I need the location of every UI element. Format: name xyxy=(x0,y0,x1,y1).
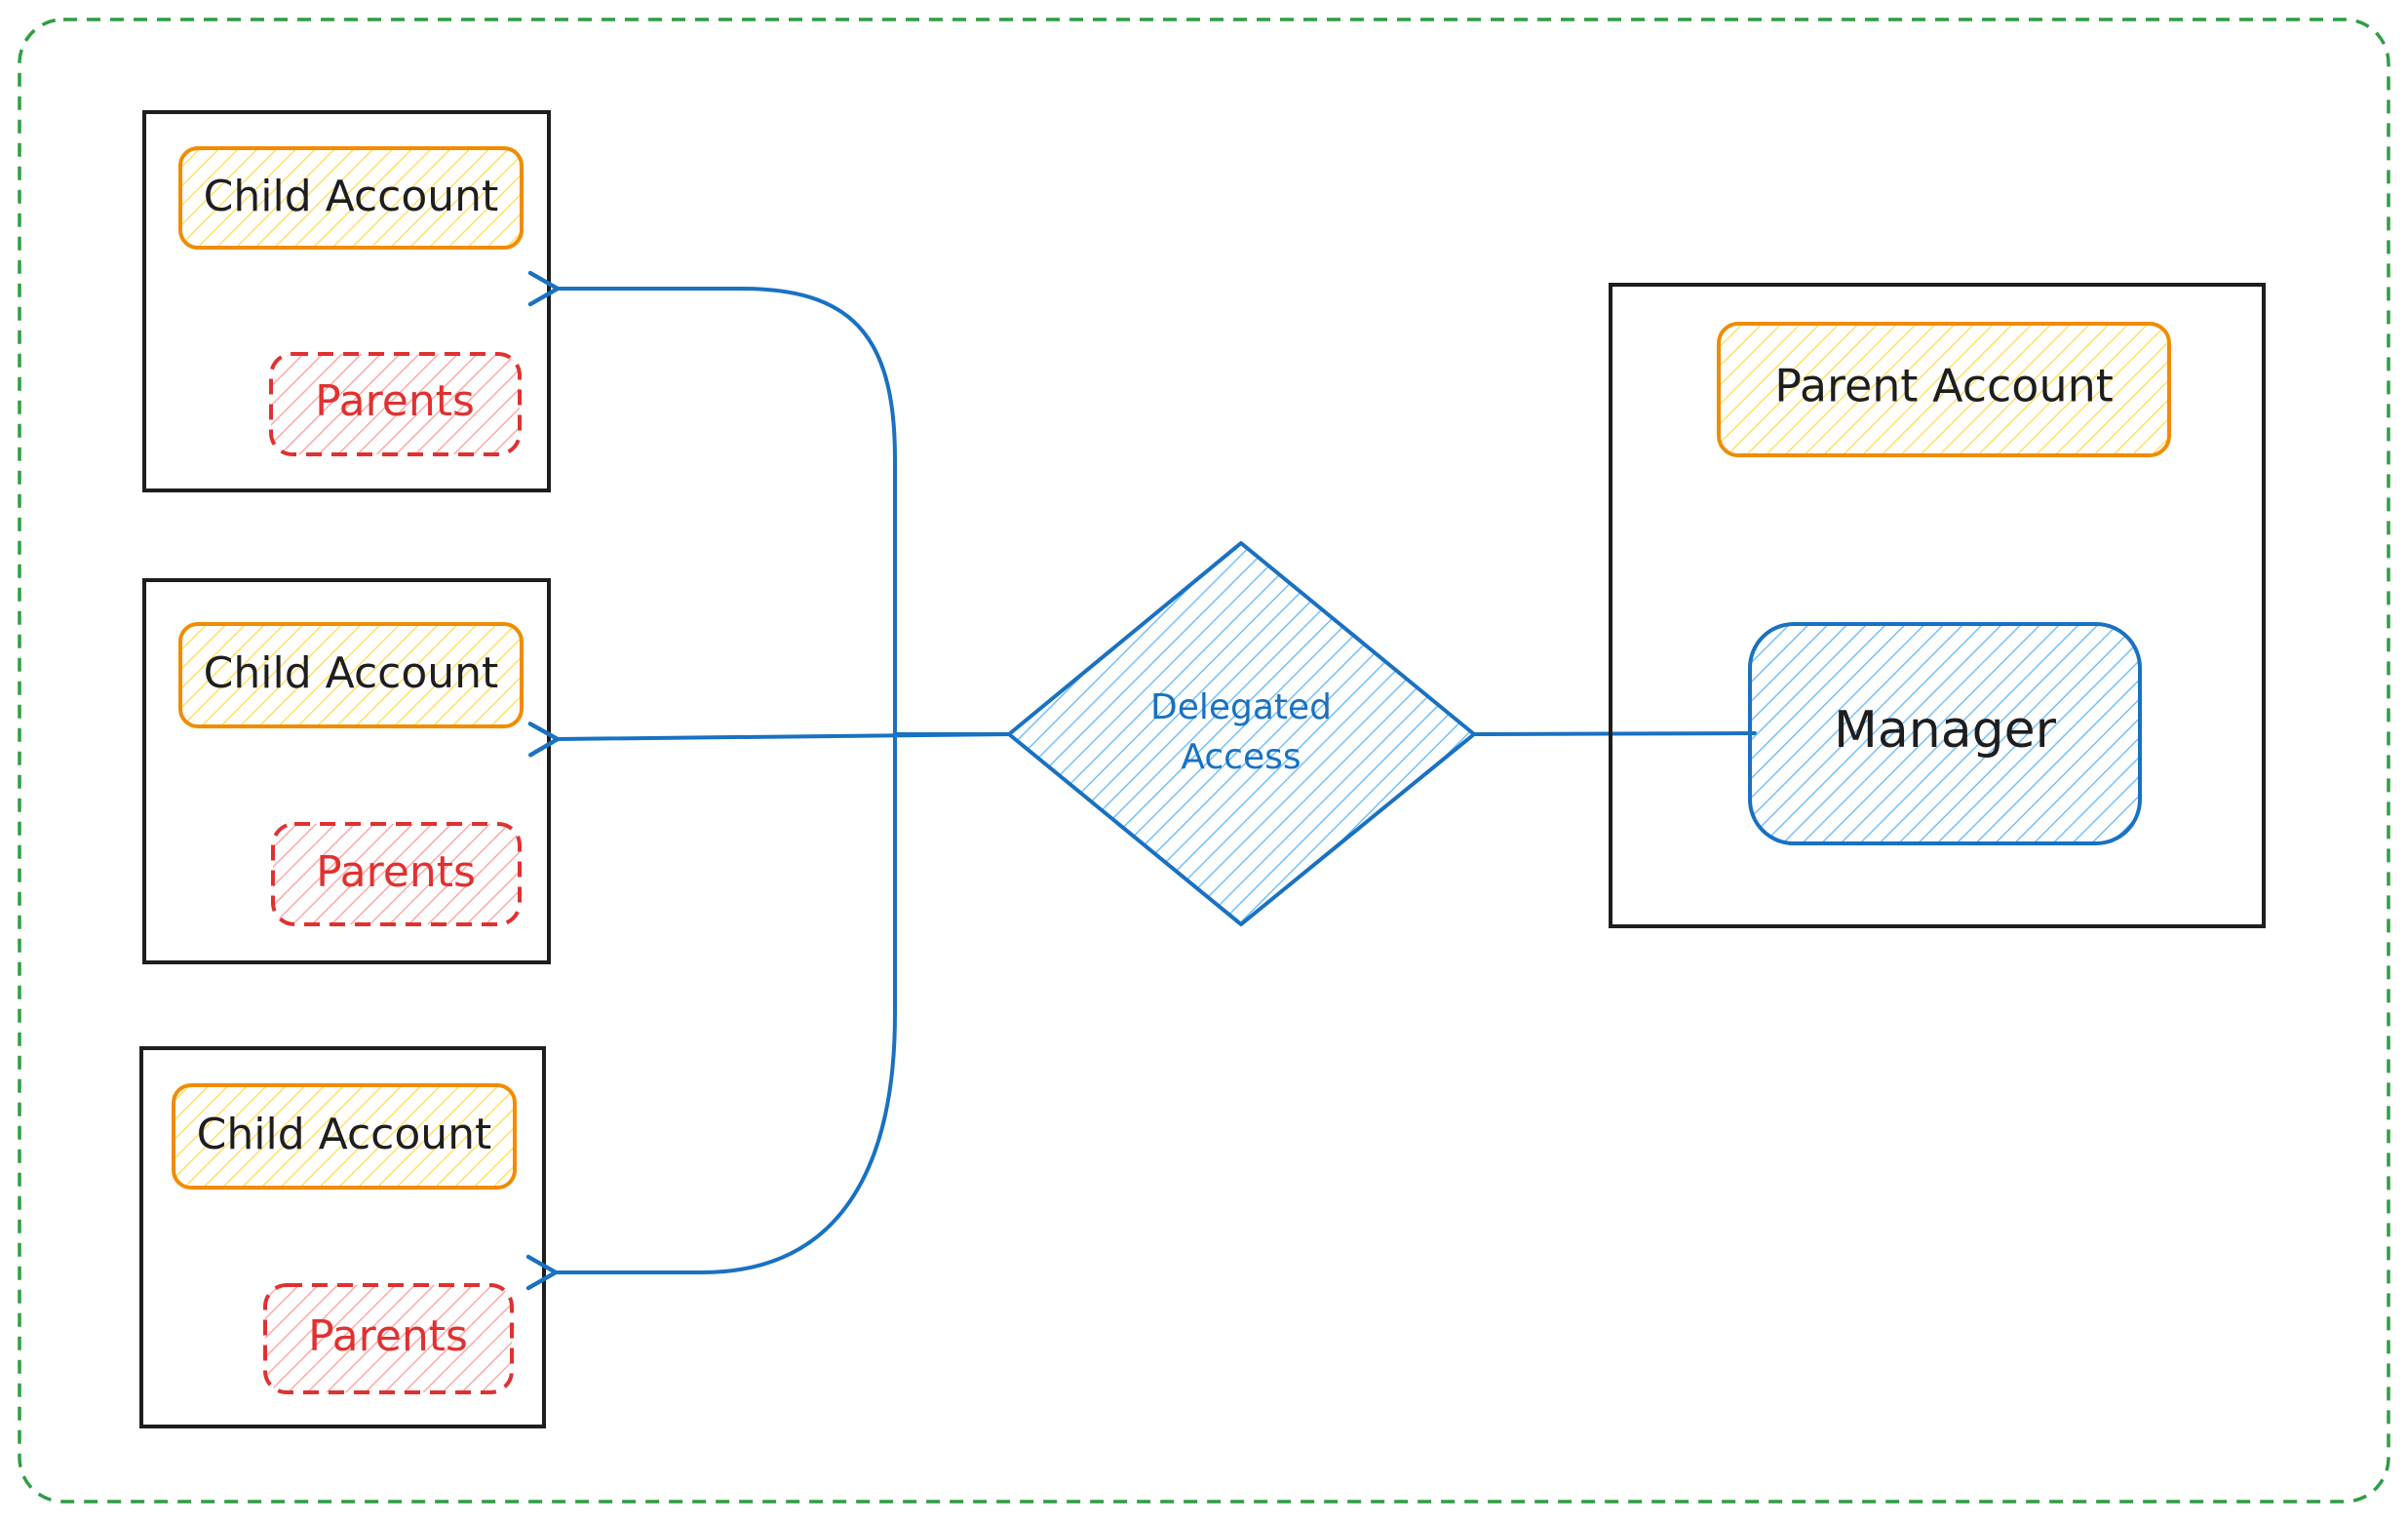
delegated-access-diamond[interactable]: Delegated Access xyxy=(1007,541,1476,926)
child-account-box-3[interactable] xyxy=(172,1083,517,1190)
parents-label-3: Parents xyxy=(308,1311,468,1361)
child-group-2[interactable]: Child Account Parents xyxy=(142,578,551,964)
diamond-label-line2: Access xyxy=(1181,737,1301,777)
parent-account-box[interactable] xyxy=(1717,322,2171,457)
manager-box[interactable] xyxy=(1748,622,2142,845)
parent-account-label: Parent Account xyxy=(1774,360,2114,412)
arrow-to-child-3[interactable] xyxy=(525,732,897,1291)
manager-label: Manager xyxy=(1834,701,2057,760)
parents-label-1: Parents xyxy=(315,376,475,426)
parents-box-1[interactable] xyxy=(269,352,522,456)
manager-connector[interactable] xyxy=(1472,731,1757,736)
child-account-label-2: Child Account xyxy=(204,648,499,698)
diamond-label-line1: Delegated xyxy=(1150,687,1332,727)
child-container-2[interactable] xyxy=(142,578,551,964)
child-account-box-2[interactable] xyxy=(178,622,524,728)
child-group-1[interactable]: Child Account Parents xyxy=(142,110,551,492)
connector-lines xyxy=(525,270,1757,1291)
arrow-to-child-1[interactable] xyxy=(527,270,1011,736)
child-account-label-1: Child Account xyxy=(204,172,499,221)
child-account-label-3: Child Account xyxy=(197,1110,492,1159)
parent-container[interactable] xyxy=(1609,283,2266,928)
parents-box-2[interactable] xyxy=(271,822,522,926)
outer-frame xyxy=(18,18,2390,1504)
child-container-3[interactable] xyxy=(139,1046,546,1428)
child-group-3[interactable]: Child Account Parents xyxy=(139,1046,546,1428)
parent-group[interactable]: Parent Account Manager xyxy=(1609,283,2266,928)
parents-box-3[interactable] xyxy=(263,1283,514,1394)
child-account-box-1[interactable] xyxy=(178,146,524,250)
arrow-to-child-2[interactable] xyxy=(527,722,1011,758)
diamond-shape[interactable] xyxy=(1007,541,1476,926)
parents-label-2: Parents xyxy=(316,847,476,897)
